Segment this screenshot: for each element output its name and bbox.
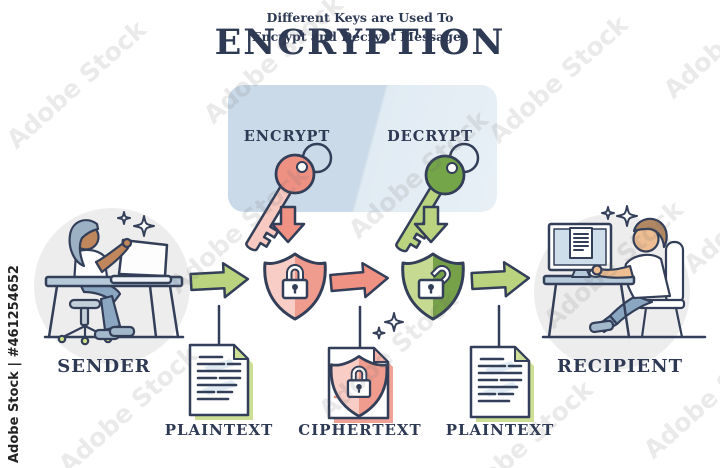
right-arrow-icon-recipient — [470, 261, 531, 298]
right-arrow-icon-sender — [189, 262, 250, 299]
down-arrow-icon-decrypt — [413, 205, 449, 244]
open-padlock-icon — [417, 265, 451, 300]
unlocked-shield-icon — [401, 252, 465, 321]
right-arrow-icon-middle — [329, 261, 390, 299]
document-text-lines — [196, 355, 242, 401]
plaintext-document-icon — [469, 345, 534, 422]
sparkle-icon — [616, 205, 638, 227]
laptop-icon — [109, 238, 173, 285]
sparkle-icon — [133, 215, 155, 237]
plaintext-left-label: PLAINTEXT — [164, 421, 274, 439]
sender-illustration — [34, 208, 190, 364]
ciphertext-document-icon — [327, 346, 393, 423]
ciphertext-label: CIPHERTEXT — [298, 421, 422, 439]
down-arrow-icon-encrypt — [270, 205, 306, 244]
document-text-lines — [477, 357, 523, 403]
sparkle-icon — [601, 206, 615, 220]
recipient-label: RECIPIENT — [557, 356, 683, 377]
screen-document-icon — [569, 227, 593, 259]
closed-padlock-icon — [346, 365, 372, 399]
encrypt-label: ENCRYPT — [243, 128, 331, 145]
sparkle-icon — [372, 326, 386, 340]
sender-arm — [94, 237, 133, 274]
connector-lines — [217, 304, 501, 349]
sender-label: SENDER — [57, 356, 151, 377]
info-box-text: Different Keys are Used To Encrypt and D… — [0, 9, 720, 47]
plaintext-right-label: PLAINTEXT — [445, 421, 555, 439]
plaintext-document-icon — [188, 343, 253, 420]
locked-shield-icon — [263, 252, 327, 321]
info-line-2: Encrypt and Decrypt Messages — [251, 28, 469, 44]
page-title: ENCRYPTION — [214, 22, 506, 63]
recipient-illustration — [534, 205, 707, 370]
encrypt-key-icon — [245, 142, 333, 252]
locked-shield-icon — [329, 355, 389, 418]
recipient-arm — [591, 264, 635, 279]
stock-id-watermark: Adobe Stock | #461254652 — [7, 265, 22, 463]
decrypt-key-icon — [395, 142, 480, 253]
monitor-icon — [547, 222, 613, 278]
info-line-1: Different Keys are Used To — [266, 10, 454, 25]
sparkle-icon — [117, 211, 131, 225]
sparkle-icon — [384, 312, 404, 332]
closed-padlock-icon — [281, 264, 309, 300]
decrypt-label: DECRYPT — [387, 128, 473, 145]
